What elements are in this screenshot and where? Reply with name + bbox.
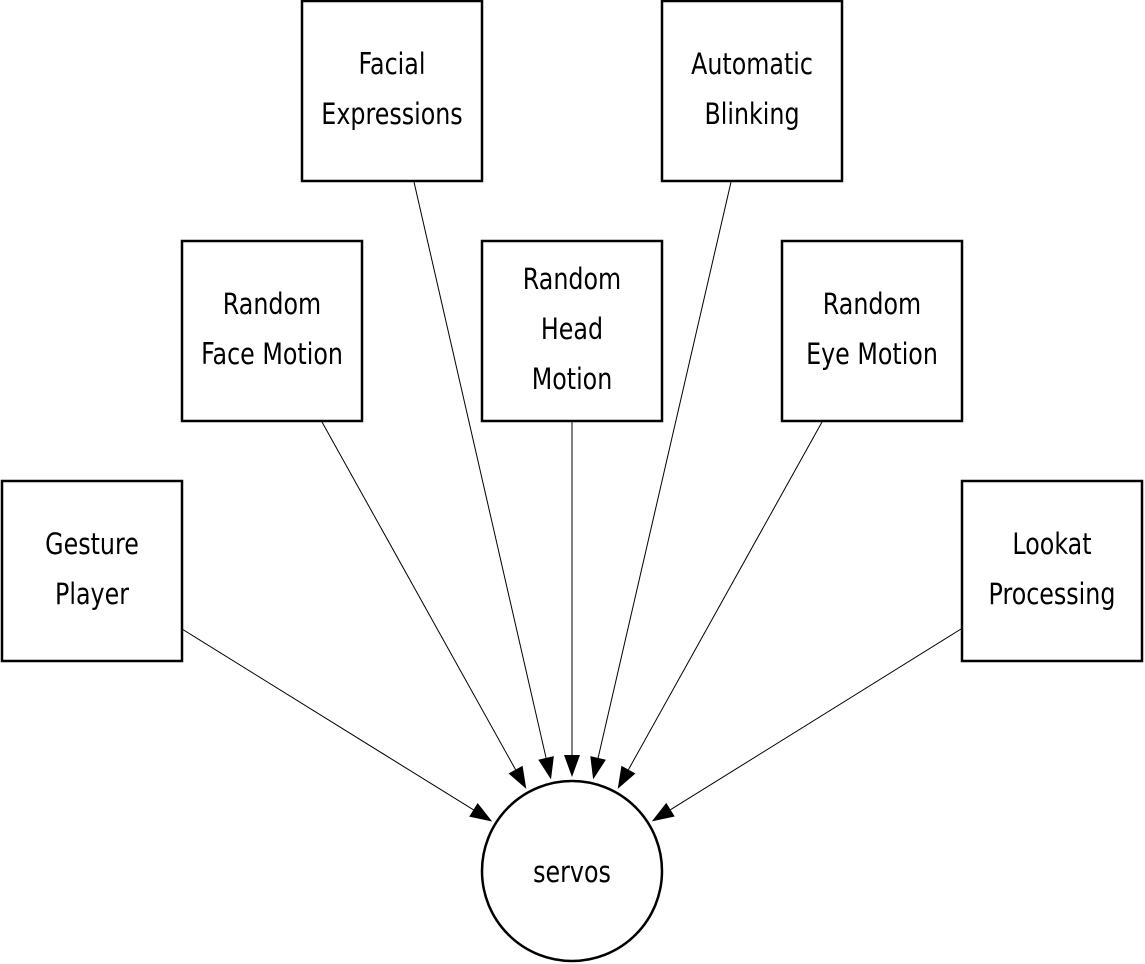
- node-label-line: Random: [223, 288, 321, 322]
- edge-line: [670, 628, 962, 811]
- node-label-line: Head: [541, 313, 603, 347]
- node-label-line: Random: [523, 263, 621, 297]
- edge-line: [413, 181, 547, 759]
- arrowhead-icon: [590, 756, 606, 780]
- node-shape: [480, 239, 664, 423]
- node-label-line: Face Motion: [201, 338, 343, 372]
- edge-line: [627, 421, 823, 770]
- edge-line: [597, 181, 732, 759]
- edges-layer: [181, 181, 962, 822]
- node-label-line: Processing: [989, 578, 1116, 612]
- node-shape: [960, 479, 1144, 663]
- node-label-line: Expressions: [321, 98, 462, 132]
- arrowhead-icon: [651, 802, 675, 822]
- node-label-line: Facial: [359, 48, 426, 82]
- node-shape: [480, 779, 664, 963]
- node-label-line: servos: [533, 856, 611, 890]
- node-label-line: Motion: [532, 363, 613, 397]
- node-shape: [0, 479, 184, 663]
- edge-random-face-motion-to-servos: [321, 421, 527, 789]
- node-label-line: Gesture: [45, 528, 139, 562]
- node-shape: [300, 0, 484, 183]
- edge-line: [321, 421, 517, 770]
- arrowhead-icon: [564, 755, 580, 777]
- node-label-line: Eye Motion: [806, 338, 938, 372]
- edge-line: [181, 628, 474, 811]
- node-label-line: Random: [823, 288, 921, 322]
- node-shape: [180, 239, 364, 423]
- edge-facial-expressions-to-servos: [413, 181, 554, 780]
- arrowhead-icon: [469, 803, 493, 822]
- node-label-line: Automatic: [691, 48, 813, 82]
- edge-random-eye-motion-to-servos: [617, 421, 823, 789]
- node-shape: [780, 239, 964, 423]
- arrowhead-icon: [538, 756, 554, 780]
- node-servos: servos: [480, 779, 664, 963]
- node-shape: [660, 0, 844, 183]
- edge-automatic-blinking-to-servos: [590, 181, 732, 780]
- node-label-line: Blinking: [704, 98, 799, 132]
- node-label-line: Lookat: [1012, 528, 1091, 562]
- arrowhead-icon: [508, 765, 527, 789]
- arrowhead-icon: [617, 765, 636, 789]
- edge-lookat-processing-to-servos: [651, 628, 962, 822]
- edge-random-head-motion-to-servos: [564, 422, 580, 777]
- edge-gesture-player-to-servos: [181, 628, 493, 822]
- node-label-line: Player: [55, 578, 129, 612]
